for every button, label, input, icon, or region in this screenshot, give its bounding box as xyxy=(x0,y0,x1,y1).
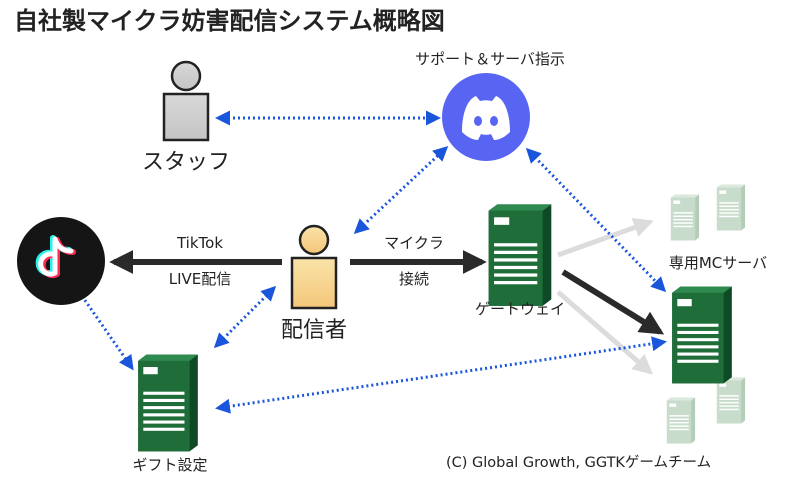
mc-server-icon xyxy=(672,286,732,384)
discord-icon xyxy=(442,73,530,161)
gift-server-icon xyxy=(138,354,198,452)
discord-label: サポート＆サーバ指示 xyxy=(415,50,565,68)
gateway-server-icon xyxy=(488,204,552,306)
staff-person-icon xyxy=(162,60,210,142)
streamer-label: 配信者 xyxy=(280,318,348,343)
minecraft-label-line2: 接続 xyxy=(398,270,430,288)
faded-server-group-bottom xyxy=(666,377,746,444)
streamer-discord-link xyxy=(353,145,449,235)
mc-server-label: 専用MCサーバ xyxy=(668,254,768,272)
gateway-label: ゲートウェイ xyxy=(474,300,566,318)
gift-label: ギフト設定 xyxy=(132,456,208,474)
credit-text: (C) Global Growth, GGTKゲームチーム xyxy=(446,455,712,471)
gift-mc-link xyxy=(215,336,667,414)
streamer-person-icon xyxy=(290,224,338,310)
minecraft-label-line1: マイクラ xyxy=(384,234,444,252)
faded-server-group-top xyxy=(670,184,746,241)
tiktok-live-label-line1: TikTok xyxy=(176,234,224,252)
gateway-to-mc-arrow xyxy=(561,269,665,335)
staff-label: スタッフ xyxy=(141,150,231,175)
tiktok-gift-link xyxy=(80,295,134,371)
tiktok-icon xyxy=(17,217,105,305)
streamer-gift-link xyxy=(213,285,277,349)
diagram-title: 自社製マイクラ妨害配信システム概略図 xyxy=(14,7,445,35)
tiktok-live-label-line2: LIVE配信 xyxy=(168,270,232,288)
